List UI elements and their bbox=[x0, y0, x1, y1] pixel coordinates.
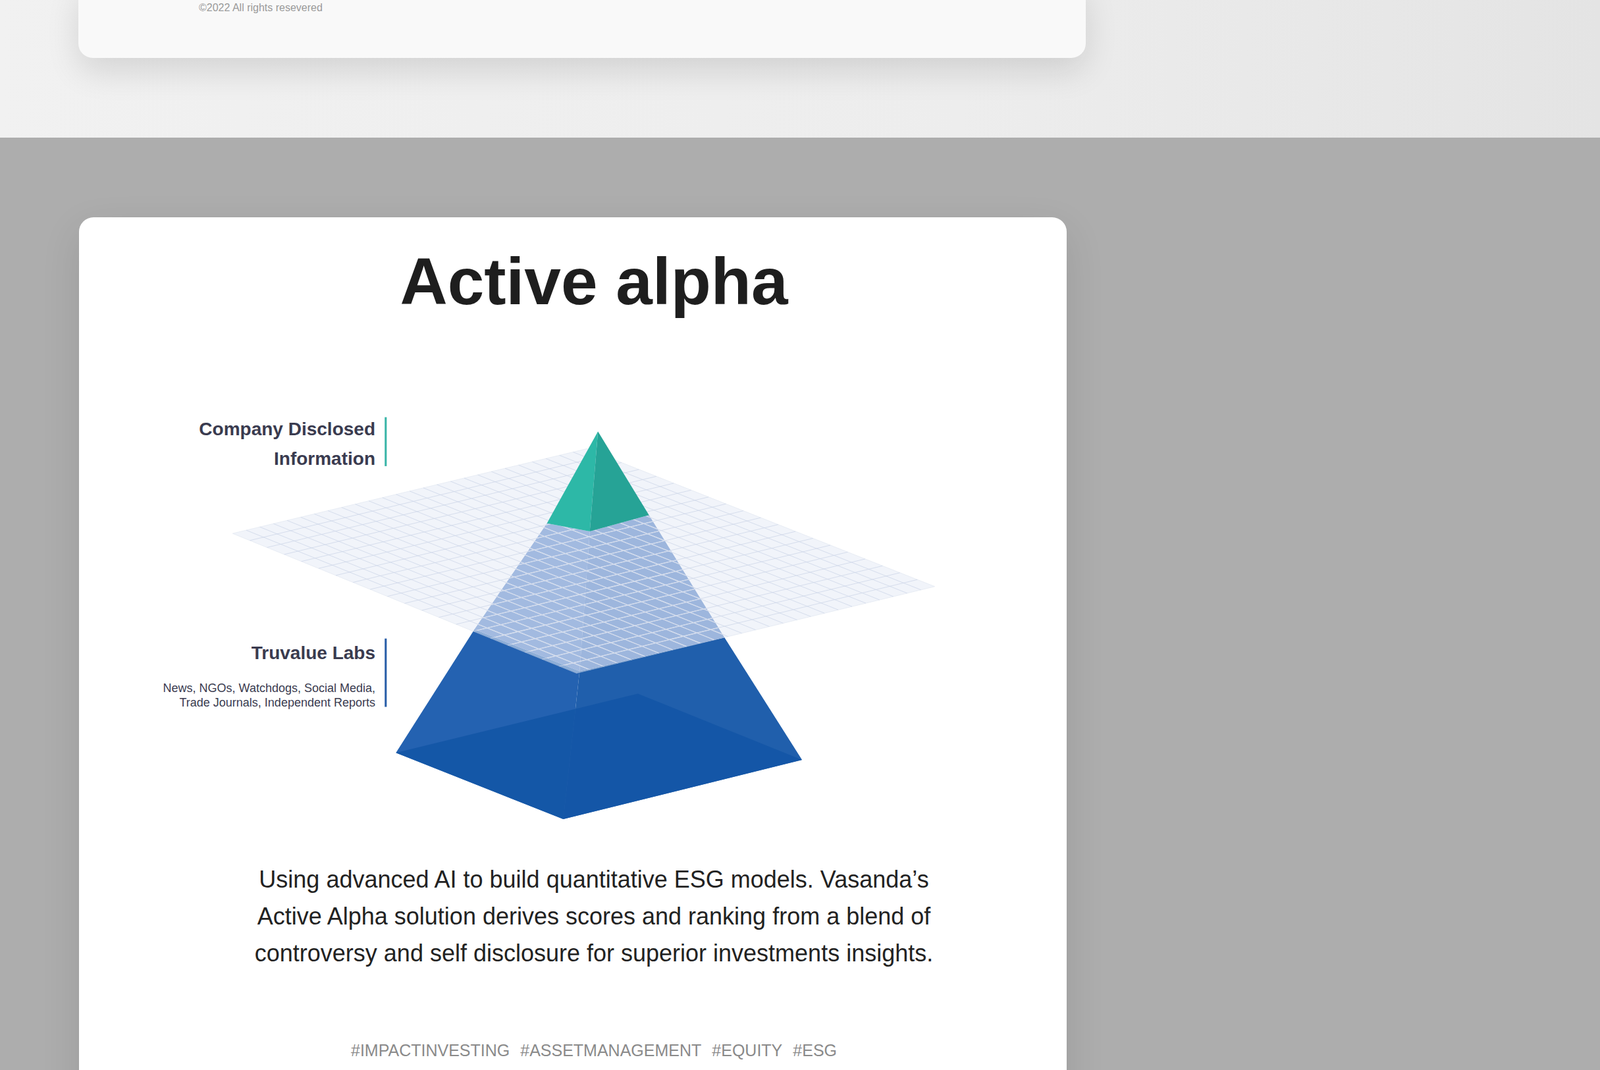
card-title: Active alpha bbox=[198, 244, 989, 318]
grid-line bbox=[404, 517, 761, 604]
grid-line bbox=[370, 503, 726, 590]
teal-left-face bbox=[547, 431, 598, 532]
grid-line bbox=[559, 579, 918, 667]
grid-line bbox=[473, 545, 831, 632]
tag-row: #IMPACTINVESTING #ASSETMANAGEMENT #EQUITY #… bbox=[198, 1040, 989, 1061]
callout-label: Company Disclosed Information bbox=[171, 414, 376, 474]
source-list: News, NGOs, Watchdogs, Social Media, Tra… bbox=[144, 680, 376, 710]
grid-line bbox=[456, 538, 814, 625]
hashtag: #ASSETMANAGEMENT bbox=[520, 1040, 702, 1061]
hashtag: #ESG bbox=[792, 1040, 837, 1061]
teal-right-face bbox=[589, 431, 650, 532]
description-text: Using advanced AI to build quantitative … bbox=[231, 861, 957, 972]
callout-bar bbox=[384, 417, 387, 467]
copyright-note: ©2022 All rights resevered bbox=[198, 1, 529, 15]
grid-line bbox=[524, 565, 883, 652]
grid-line bbox=[541, 572, 900, 660]
grid-line bbox=[507, 559, 866, 646]
hashtag: #IMPACTINVESTING bbox=[350, 1040, 510, 1061]
grid-line bbox=[352, 497, 709, 583]
callout-label: Truvalue Labs bbox=[171, 640, 376, 667]
pyramid-base bbox=[395, 693, 802, 820]
grid-line bbox=[439, 531, 796, 617]
grid-line bbox=[422, 524, 779, 611]
callout-bar bbox=[384, 638, 387, 708]
hashtag: #EQUITY bbox=[711, 1040, 783, 1061]
grid-line bbox=[490, 551, 848, 639]
